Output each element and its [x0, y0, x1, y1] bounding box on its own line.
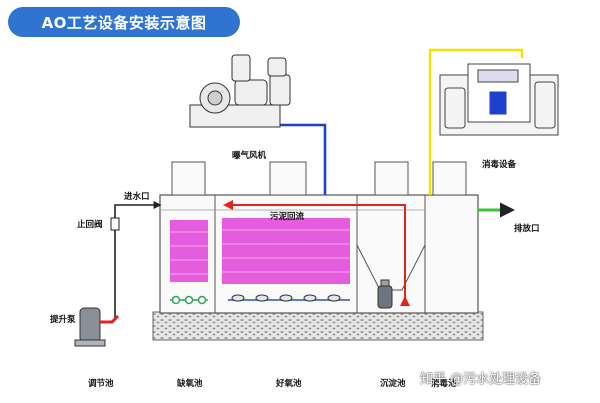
blower-drawing [189, 54, 291, 128]
label-anoxic-tank: 缺氧池 [177, 379, 203, 389]
air-pipe [275, 123, 327, 195]
label-regulating-tank: 调节池 [88, 379, 114, 389]
aerobic-media [222, 218, 350, 284]
check-valve-symbol [110, 217, 120, 231]
anoxic-mixers [170, 295, 208, 305]
watermark: 知乎 @污水处理设备 [420, 372, 542, 387]
title-banner: AO工艺设备安装示意图 [8, 7, 240, 37]
label-outlet: 排放口 [514, 224, 540, 234]
label-check-valve: 止回阀 [77, 220, 103, 230]
label-lift-pump: 提升泵 [50, 315, 76, 325]
label-settling-tank: 沉淀池 [380, 379, 406, 389]
manhole-covers [171, 161, 467, 196]
label-inlet: 进水口 [124, 192, 150, 202]
diagram-title: AO工艺设备安装示意图 [41, 14, 207, 32]
concrete-base [152, 311, 484, 341]
disinfection-equipment-drawing [439, 63, 559, 136]
anoxic-media [170, 220, 208, 282]
lift-pump-drawing [74, 307, 120, 347]
label-sludge-return: 污泥回流 [270, 212, 305, 222]
sludge-return-pipe [223, 200, 406, 300]
label-disinfection-tank: 消毒池 [431, 379, 457, 389]
aeration-diffusers [228, 294, 350, 302]
disinfectant-pipe [428, 48, 524, 195]
label-disinfection-equipment: 消毒设备 [482, 160, 517, 170]
media-texture [170, 229, 350, 275]
inlet-pipe [114, 201, 162, 320]
label-aerobic-tank: 好氧池 [276, 379, 302, 389]
sludge-pump [377, 279, 393, 309]
label-blower: 曝气风机 [232, 151, 267, 161]
